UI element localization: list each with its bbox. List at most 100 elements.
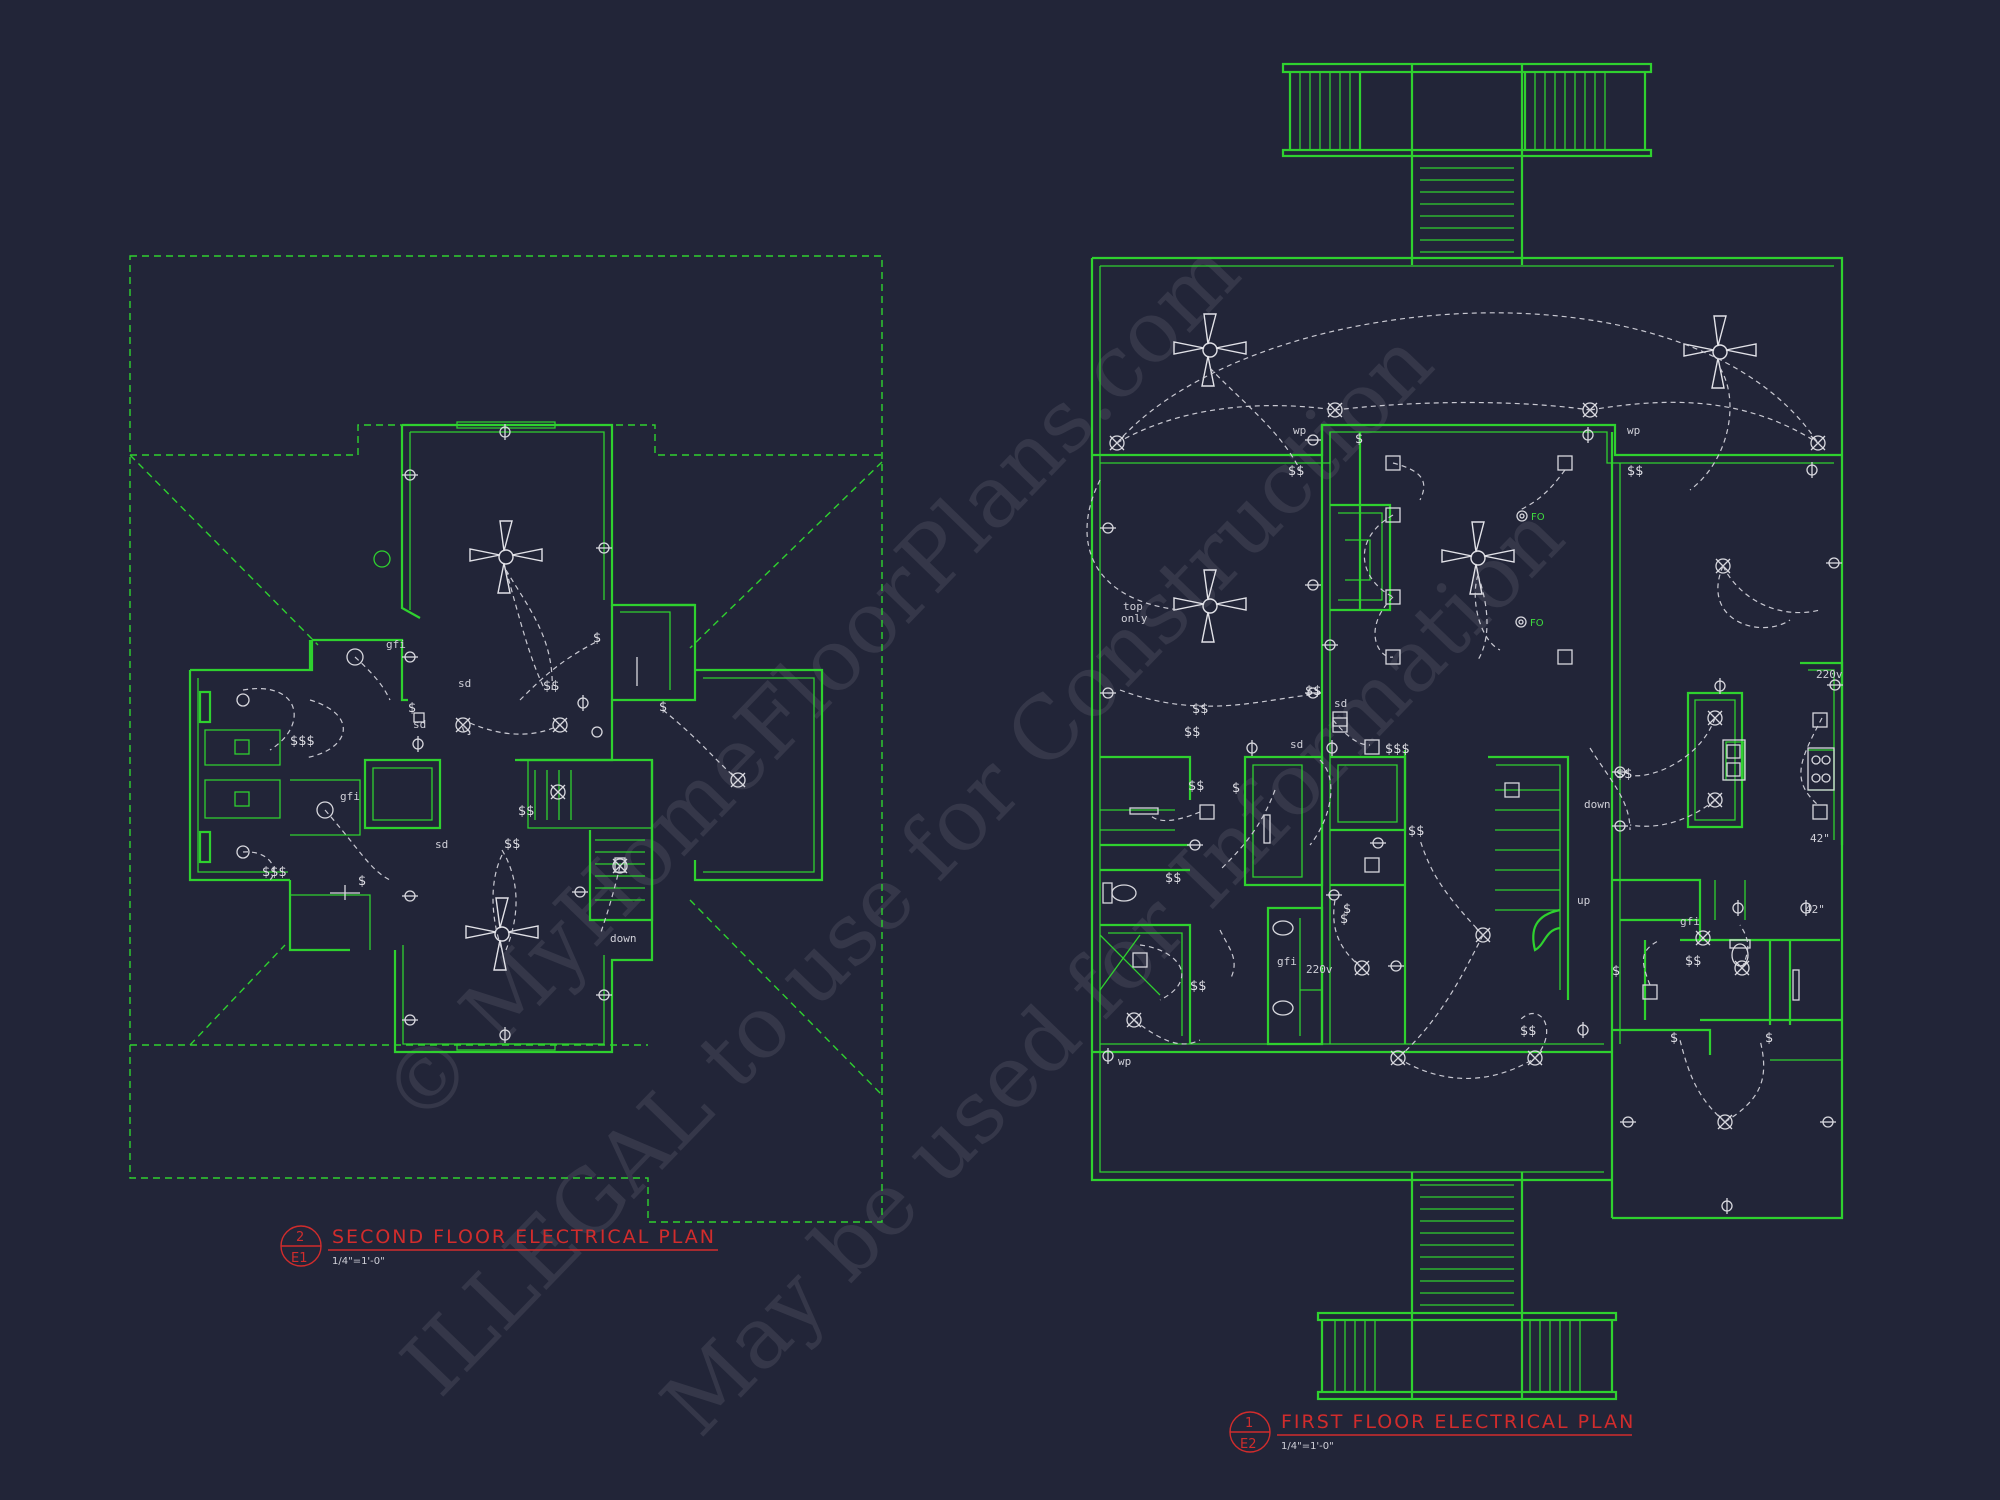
switch-label: $$ (1188, 779, 1205, 794)
fan-icon (1173, 569, 1247, 643)
drawing-title: FIRST FLOOR ELECTRICAL PLAN (1281, 1411, 1635, 1433)
top-only-label: top (1123, 600, 1143, 613)
ceiling-light-icon (346, 648, 364, 666)
switch-label: $$ (1685, 954, 1702, 969)
weatherproof-label: wp (1118, 1055, 1131, 1068)
ceiling-light-icon (316, 801, 334, 819)
switch-label: $ (1355, 432, 1363, 447)
switch-label: $ (659, 700, 667, 715)
gfi-label: gfi (340, 790, 360, 803)
light-box-icon (413, 712, 425, 723)
switch-label: $$ (1627, 464, 1644, 479)
drawing-scale: 1/4"=1'-0" (1281, 1441, 1334, 1452)
switch-label: $$ (1408, 824, 1425, 839)
switch-label: $$ (543, 679, 560, 694)
smoke-detector-label: sd (413, 718, 426, 731)
switch-label: $ (593, 631, 601, 646)
watermark: © MyHomeFloorPlans.com ILLEGAL to use fo… (363, 222, 1583, 1455)
vanity-light-icons (1129, 807, 1800, 1001)
drawing-number: 1 (1245, 1416, 1253, 1431)
switch-label: $$$ (262, 865, 287, 880)
switch-label: $$ (1190, 979, 1207, 994)
smoke-detector-label: sd (435, 838, 448, 851)
first-floor-ceiling-fans (1173, 313, 1757, 643)
second-floor-ceiling-fans (465, 520, 543, 971)
second-floor-fixtures (236, 424, 746, 1043)
switch-label: $$ (1165, 871, 1182, 886)
range-icon (1807, 747, 1835, 791)
switch-label: $$ (504, 837, 521, 852)
toilet-icon (1102, 882, 1751, 1016)
counter-height-label: 42" (1805, 903, 1825, 916)
wall-outlets (1100, 427, 1843, 1214)
weatherproof-label: wp (1627, 424, 1640, 437)
switch-label: $ (1765, 1031, 1773, 1046)
switch-label: $$ (1184, 725, 1201, 740)
gfi-label: gfi (1680, 915, 1700, 928)
second-floor-title-block: 2 E1 SECOND FLOOR ELECTRICAL PLAN 1/4"=1… (280, 1225, 718, 1267)
fireplace-outlet-icons (1515, 510, 1528, 628)
switch-label: $ (1343, 902, 1351, 917)
smoke-detector-label: sd (1334, 697, 1347, 710)
switch-label: $$$ (1385, 742, 1410, 757)
fan-icon (469, 520, 543, 594)
switch-label: $$ (1192, 702, 1209, 717)
wall-outlets (402, 424, 612, 1043)
first-floor-wiring (1086, 312, 1823, 1123)
rear-deck-stairs (1281, 62, 1653, 265)
fan-icon (465, 897, 539, 971)
smoke-detector-label: sd (458, 677, 471, 690)
stair-direction-label: up (1577, 894, 1590, 907)
fan-icon (1173, 313, 1247, 387)
top-only-label: only (1121, 612, 1148, 625)
ceiling-light-icon (550, 784, 566, 800)
switch-label: $$ (1616, 767, 1633, 782)
dryer-voltage-label: 220v (1306, 963, 1333, 976)
second-floor-labels: down gfi gfi $$ $$$ $$$ $$ $$ $ $ $ $ sd… (262, 631, 667, 945)
switch-label: $ (1670, 1031, 1678, 1046)
ceiling-light-icon (236, 845, 250, 859)
second-floor-plan: down gfi gfi $$ $$$ $$$ $$ $$ $ $ $ $ sd… (129, 255, 883, 1267)
smoke-detector-label: sd (1290, 738, 1303, 751)
switch-label: $ (1612, 964, 1620, 979)
drawing-scale: 1/4"=1'-0" (332, 1256, 385, 1267)
second-floor-wiring (242, 569, 739, 951)
switch-label: $$ (1305, 684, 1322, 699)
drawing-title: SECOND FLOOR ELECTRICAL PLAN (332, 1226, 716, 1248)
gfi-label: gfi (386, 638, 406, 651)
counter-height-label: 42" (1810, 832, 1830, 845)
switch-label: $ (408, 701, 416, 716)
ceiling-light-icon (236, 693, 250, 707)
weatherproof-label: wp (1293, 424, 1306, 437)
switch-label: $$ (518, 804, 535, 819)
drawing-number: 2 (296, 1230, 304, 1245)
switch-label: $$$ (290, 734, 315, 749)
first-floor-walls (1090, 256, 1844, 1220)
fan-icon (1683, 315, 1757, 389)
stair-direction-label: down (1584, 798, 1611, 811)
gfi-label: gfi (1277, 955, 1297, 968)
sheet-number: E2 (1240, 1437, 1257, 1452)
switch-label: $$ (1520, 1024, 1537, 1039)
range-voltage-label: 220v (1816, 668, 1843, 681)
first-floor-plan: FO FO wp wp wp top only 220v 220v 42" 42… (1086, 62, 1844, 1453)
switch-label: $$ (1288, 464, 1305, 479)
fan-icon (1441, 521, 1515, 595)
sheet-number: E1 (291, 1251, 308, 1266)
exhaust-light-icon (614, 857, 626, 873)
access-hatch-icon (373, 550, 391, 568)
stair-direction-label: down (610, 932, 637, 945)
recessed-lights (1132, 455, 1828, 1000)
second-floor-walls (188, 421, 824, 1054)
second-floor-roof-outline (129, 255, 883, 1223)
switch-label: $ (1340, 912, 1348, 927)
shelf-light-icon (330, 885, 360, 900)
fixture-label-fo: FO (1531, 512, 1545, 523)
first-floor-title-block: 1 E2 FIRST FLOOR ELECTRICAL PLAN 1/4"=1'… (1229, 1411, 1635, 1453)
front-deck-stairs (1316, 1172, 1618, 1401)
sink-icon (1722, 739, 1746, 781)
switch-label: $ (358, 874, 366, 889)
first-floor-labels: FO FO wp wp wp top only 220v 220v 42" 42… (1118, 424, 1843, 1068)
fixture-label-fo: FO (1530, 618, 1544, 629)
